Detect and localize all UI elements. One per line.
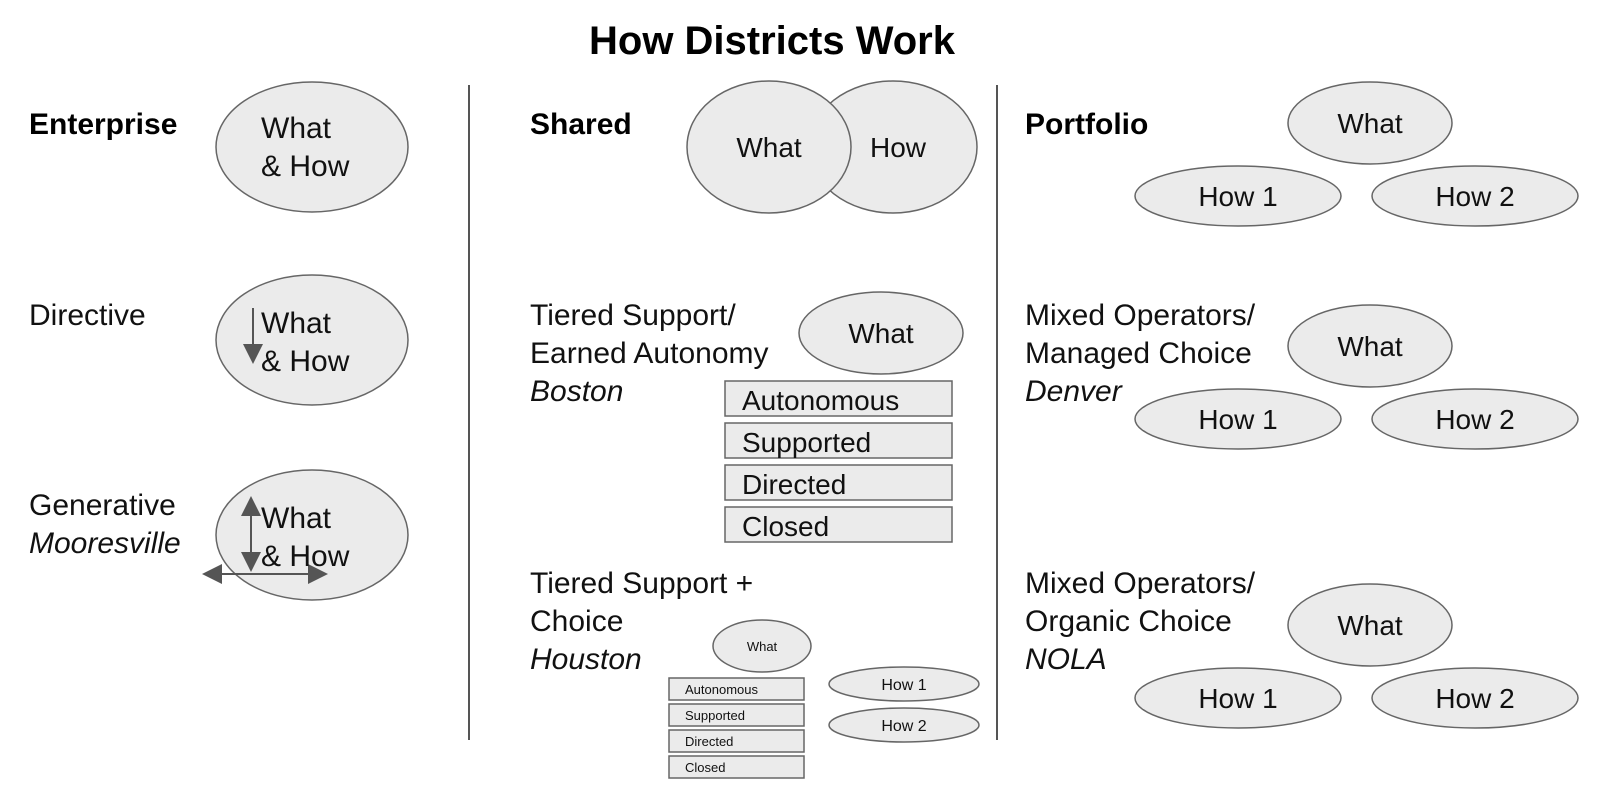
portfolio-how2-label: How 2 <box>1435 181 1514 212</box>
choice-tier-box-autonomous <box>668 677 805 701</box>
managed-how2-label: How 2 <box>1435 404 1514 435</box>
portfolio-what-oval <box>1287 81 1453 165</box>
generative-oval-line2: & How <box>261 540 350 573</box>
managed-city: Denver <box>1025 375 1123 408</box>
managed-what-oval <box>1287 304 1453 388</box>
choice-how2-label: How 2 <box>881 718 926 735</box>
enterprise-oval-line1: What <box>261 112 332 145</box>
portfolio-what-label: What <box>1337 108 1403 139</box>
generative-oval <box>215 469 409 601</box>
managed-how1-label: How 1 <box>1198 404 1277 435</box>
organic-how1-label: How 1 <box>1198 683 1277 714</box>
enterprise-oval <box>215 81 409 213</box>
generative-city: Mooresville <box>29 527 181 560</box>
choice-city: Houston <box>530 643 642 676</box>
portfolio-how1-label: How 1 <box>1198 181 1277 212</box>
generative-label: Generative <box>29 489 176 522</box>
organic-what-label: What <box>1337 610 1403 641</box>
choice-how1-oval <box>828 666 980 702</box>
choice-tier-box-directed <box>668 729 805 753</box>
tier-box-supported <box>724 422 953 459</box>
portfolio-how1-oval <box>1134 165 1342 227</box>
enterprise-oval-line2: & How <box>261 150 350 183</box>
choice-tier-label-autonomous: Autonomous <box>685 682 758 697</box>
organic-how2-oval <box>1371 667 1579 729</box>
organic-label-line2: Organic Choice <box>1025 605 1232 638</box>
directive-oval-line1: What <box>261 307 332 340</box>
directive-label: Directive <box>29 299 146 332</box>
choice-label-line1: Tiered Support + <box>530 567 753 600</box>
organic-how1-oval <box>1134 667 1342 729</box>
organic-how2-label: How 2 <box>1435 683 1514 714</box>
venn-left-oval <box>686 80 852 214</box>
choice-tier-box-closed <box>668 755 805 779</box>
managed-how2-oval <box>1371 388 1579 450</box>
enterprise-header: Enterprise <box>29 108 177 141</box>
choice-how2-oval <box>828 707 980 743</box>
diagram-title: How Districts Work <box>589 19 956 63</box>
tier-label-autonomous: Autonomous <box>742 385 899 416</box>
tier-label-directed: Directed <box>742 469 846 500</box>
organic-what-oval <box>1287 583 1453 667</box>
choice-what-label: What <box>747 639 778 654</box>
managed-how1-oval <box>1134 388 1342 450</box>
organic-city: NOLA <box>1025 643 1107 676</box>
choice-tier-box-supported <box>668 703 805 727</box>
managed-label-line1: Mixed Operators/ <box>1025 299 1256 332</box>
choice-tier-label-directed: Directed <box>685 734 733 749</box>
tiered-city: Boston <box>530 375 623 408</box>
directive-oval-line2: & How <box>261 345 350 378</box>
choice-tier-label-supported: Supported <box>685 708 745 723</box>
tier-label-closed: Closed <box>742 511 829 542</box>
generative-oval-line1: What <box>261 502 332 535</box>
tiered-what-oval <box>798 291 964 375</box>
managed-label-line2: Managed Choice <box>1025 337 1252 370</box>
portfolio-header: Portfolio <box>1025 108 1148 141</box>
choice-how1-label: How 1 <box>881 677 926 694</box>
shared-column: Shared What How Tiered Support/ Earned A… <box>530 80 980 779</box>
enterprise-column: Enterprise What & How Directive What & H… <box>29 81 409 601</box>
choice-what-oval <box>712 619 812 673</box>
tier-box-directed <box>724 464 953 501</box>
tier-box-autonomous <box>724 380 953 417</box>
shared-header: Shared <box>530 108 632 141</box>
venn-right-label: How <box>870 132 927 163</box>
tiered-label-line1: Tiered Support/ <box>530 299 736 332</box>
directive-oval <box>215 274 409 406</box>
managed-what-label: What <box>1337 331 1403 362</box>
tier-box-closed <box>724 506 953 543</box>
organic-label-line1: Mixed Operators/ <box>1025 567 1256 600</box>
tier-label-supported: Supported <box>742 427 871 458</box>
choice-label-line2: Choice <box>530 605 623 638</box>
portfolio-column: Portfolio What How 1 How 2 Mixed Operato… <box>1025 81 1579 729</box>
choice-tier-label-closed: Closed <box>685 760 725 775</box>
venn-left-label: What <box>736 132 802 163</box>
portfolio-how2-oval <box>1371 165 1579 227</box>
tiered-what-label: What <box>848 318 914 349</box>
tiered-label-line2: Earned Autonomy <box>530 337 769 370</box>
